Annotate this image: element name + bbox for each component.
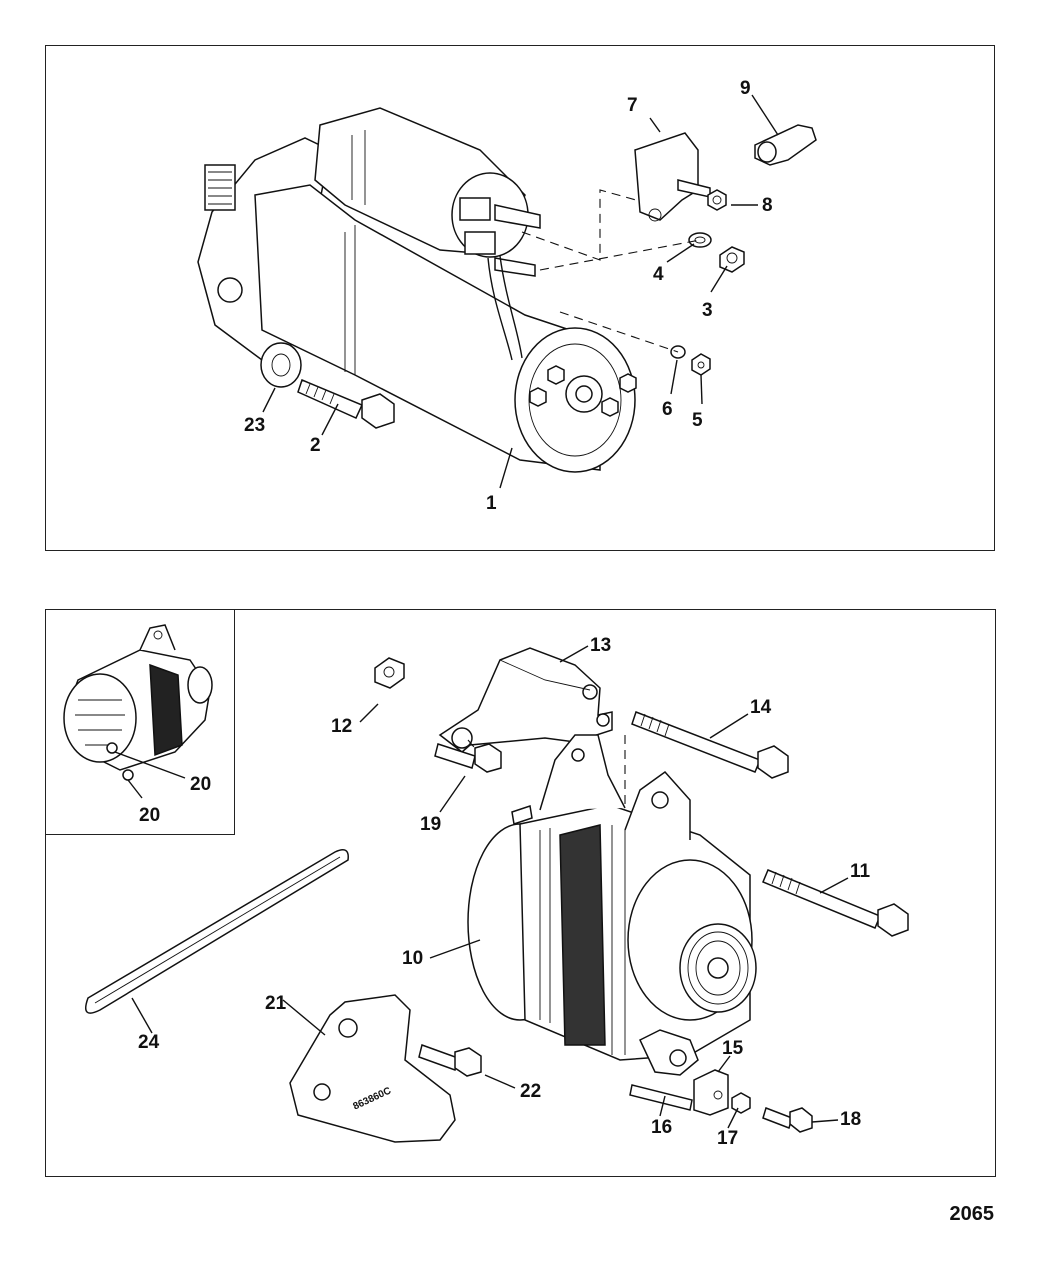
figure-number: 2065 — [949, 1203, 995, 1225]
label-20-upper: 20 — [190, 774, 211, 795]
starter-panel — [45, 45, 995, 551]
label-2: 2 — [310, 435, 321, 456]
starter-hardware — [260, 124, 817, 429]
label-20-lower: 20 — [139, 805, 160, 826]
label-3: 3 — [702, 300, 713, 321]
label-11: 11 — [850, 861, 871, 882]
drive-belt — [85, 849, 349, 1014]
label-21: 21 — [265, 993, 287, 1014]
label-24: 24 — [138, 1032, 160, 1053]
label-13: 13 — [590, 635, 611, 656]
label-8: 8 — [762, 195, 773, 216]
inset-alternator — [63, 624, 213, 799]
label-4: 4 — [653, 264, 664, 285]
label-14: 14 — [750, 697, 772, 718]
top-leader-lines — [262, 94, 779, 489]
label-16: 16 — [651, 1117, 672, 1138]
label-12: 12 — [331, 716, 352, 737]
label-19: 19 — [420, 814, 441, 835]
label-6: 6 — [662, 399, 673, 420]
top-part-labels: 1 2 3 4 5 6 7 8 9 23 — [244, 78, 773, 514]
label-9: 9 — [740, 78, 751, 99]
label-10: 10 — [402, 948, 423, 969]
label-18: 18 — [840, 1109, 861, 1130]
label-23: 23 — [244, 415, 265, 436]
alternator-hardware: 863860C — [289, 657, 909, 1143]
label-5: 5 — [692, 410, 703, 431]
label-15: 15 — [722, 1038, 744, 1059]
starter-motor — [197, 107, 637, 473]
alternator-bracket-upper — [438, 647, 613, 753]
label-17: 17 — [717, 1128, 738, 1149]
label-7: 7 — [627, 95, 638, 116]
label-22: 22 — [520, 1081, 541, 1102]
label-1: 1 — [486, 493, 497, 514]
bottom-leader-lines — [131, 645, 849, 1129]
alternator — [467, 734, 757, 1076]
bottom-part-labels: 10 11 12 13 14 15 16 17 18 19 20 20 21 2… — [138, 635, 871, 1149]
